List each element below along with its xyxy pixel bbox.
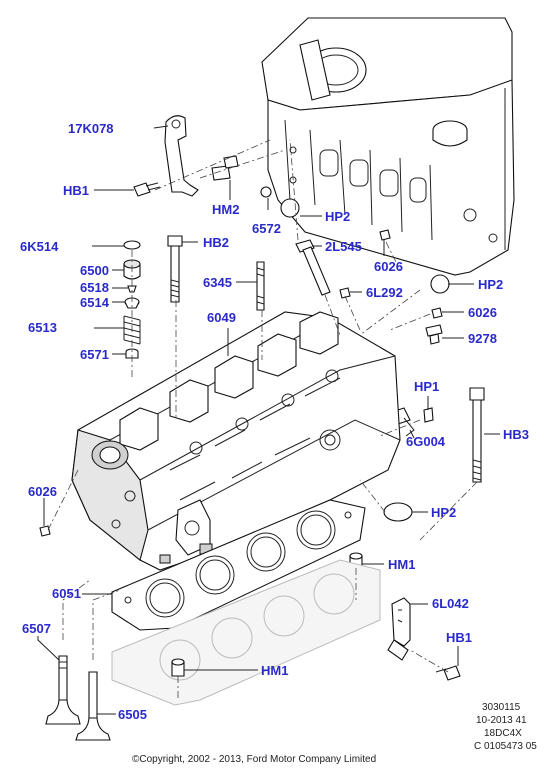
label-2l545: 2L545 [325,239,362,254]
stud-6345 [256,261,265,311]
valve-collet-6518 [127,285,137,293]
label-17k078: 17K078 [68,121,114,136]
label-6026-mid: 6026 [468,305,497,320]
plug-6026-top [379,229,391,241]
sensor-6l292 [339,287,351,299]
label-hp2-top: HP2 [325,209,350,224]
valve-stem-seal-6k514 [123,240,141,250]
label-6l042: 6L042 [432,596,469,611]
footer-ref-2: 10-2013 41 [476,715,527,726]
label-6514: 6514 [80,295,110,310]
bracket-17k078 [164,115,199,197]
plug-6026-mid [431,307,443,319]
plug-hp1 [423,407,434,423]
footer-ref-1: 3030115 [482,702,521,713]
label-6518: 6518 [80,280,109,295]
alignment-lines [47,139,478,700]
label-6500: 6500 [80,263,109,278]
sensor-9278 [425,324,443,345]
footer-ref-3: 18DC4X [484,728,522,739]
label-6k514: 6K514 [20,239,59,254]
bolt-hb2 [167,235,183,303]
oring-hp2-low [383,502,413,522]
exhaust-valve-6507 [45,655,81,725]
label-6g004: 6G004 [406,434,446,449]
oring-6572 [260,186,300,218]
label-6l292: 6L292 [366,285,403,300]
label-6049: 6049 [207,310,236,325]
label-hp1: HP1 [414,379,439,394]
bolt-hb1-top [133,182,161,197]
dowel-hm1-low [171,658,185,677]
label-6026-left: 6026 [28,484,57,499]
label-hb1-top: HB1 [63,183,89,198]
label-6505: 6505 [118,707,147,722]
label-6507: 6507 [22,621,51,636]
label-hm2: HM2 [212,202,239,217]
label-hb2: HB2 [203,235,229,250]
leader-lines [37,125,500,715]
label-hm1-low: HM1 [261,663,288,678]
injector-2l545 [295,239,331,296]
label-6513: 6513 [28,320,57,335]
label-6345: 6345 [203,275,232,290]
plug-6026-left [39,525,51,537]
label-hb1-low: HB1 [446,630,472,645]
cylinder-head-6049 [71,311,401,571]
footer-reference: 3030115 10-2013 41 18DC4X C 0105473 05 ©… [132,702,537,765]
intake-valve-6505 [75,671,111,741]
bracket-6l042 [387,597,411,661]
bolt-hb3 [469,387,485,483]
label-9278: 9278 [468,331,497,346]
label-hm1-right: HM1 [388,557,415,572]
label-6051: 6051 [52,586,81,601]
footer-ref-4: C 0105473 05 [474,741,537,752]
bolt-hb1-low [435,665,461,681]
head-gasket-6051 [111,499,366,631]
footer-copyright: ©Copyright, 2002 - 2013, Ford Motor Comp… [132,754,376,765]
cylinder-head-cover [261,17,515,276]
oring-hp2-mid [430,274,450,294]
label-hb3: HB3 [503,427,529,442]
label-hp2-low: HP2 [431,505,456,520]
label-6571: 6571 [80,347,109,362]
label-hp2-mid: HP2 [478,277,503,292]
callout-labels: 17K078 HB1 HM2 6572 HP2 6K514 HB2 2L545 … [20,121,529,722]
label-6026-top: 6026 [374,259,403,274]
label-6572: 6572 [252,221,281,236]
